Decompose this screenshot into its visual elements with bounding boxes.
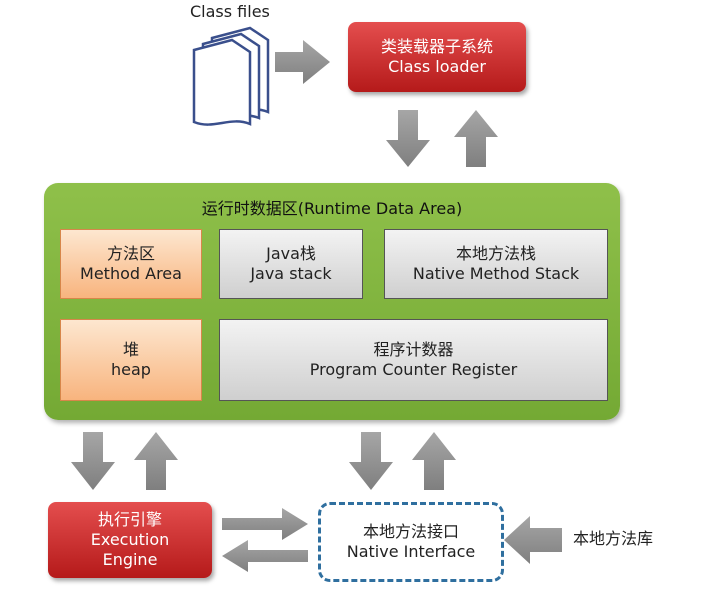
execution-engine-box: 执行引擎 Execution Engine	[48, 502, 212, 578]
arrow-engine-up	[134, 432, 178, 490]
native-method-stack-en: Native Method Stack	[412, 264, 580, 283]
execution-engine-en2: Engine	[102, 550, 158, 569]
class-loader-box: 类装载器子系统 Class loader	[348, 22, 526, 92]
pc-register-cn: 程序计数器	[373, 340, 454, 359]
pc-register-en: Program Counter Register	[309, 360, 518, 379]
arrow-native-to-engine	[222, 540, 308, 572]
native-library-label: 本地方法库	[573, 529, 654, 548]
method-area-box: 方法区 Method Area	[60, 229, 202, 299]
heap-cn: 堆	[122, 340, 139, 359]
arrow-engine-down	[71, 432, 115, 490]
heap-en: heap	[111, 360, 151, 379]
runtime-area-title: 运行时数据区(Runtime Data Area)	[201, 199, 463, 218]
java-stack-cn: Java栈	[266, 244, 316, 263]
native-method-stack-box: 本地方法栈 Native Method Stack	[384, 229, 608, 299]
class-loader-en: Class loader	[388, 57, 486, 76]
execution-engine-cn: 执行引擎	[97, 510, 162, 529]
native-method-stack-cn: 本地方法栈	[455, 244, 536, 263]
arrow-engine-to-native	[222, 508, 308, 540]
class-loader-cn: 类装载器子系统	[380, 37, 493, 56]
class-files-icon	[192, 26, 270, 126]
arrow-loader-up	[454, 110, 498, 167]
arrow-native-down	[349, 432, 393, 490]
runtime-data-area: 运行时数据区(Runtime Data Area) 方法区 Method Are…	[44, 183, 620, 420]
heap-box: 堆 heap	[60, 319, 202, 401]
arrow-library-to-native	[504, 516, 562, 564]
arrow-loader-down	[386, 110, 430, 167]
arrow-files-to-loader	[275, 40, 330, 84]
native-interface-box: 本地方法接口 Native Interface	[318, 502, 504, 582]
arrow-native-up	[412, 432, 456, 490]
java-stack-box: Java栈 Java stack	[219, 229, 363, 299]
native-interface-en: Native Interface	[346, 542, 476, 561]
pc-register-box: 程序计数器 Program Counter Register	[219, 319, 608, 401]
class-files-label: Class files	[190, 2, 270, 21]
execution-engine-en1: Execution	[90, 530, 170, 549]
java-stack-en: Java stack	[250, 264, 332, 283]
method-area-cn: 方法区	[106, 244, 155, 263]
native-interface-cn: 本地方法接口	[362, 522, 459, 541]
method-area-en: Method Area	[80, 264, 182, 283]
